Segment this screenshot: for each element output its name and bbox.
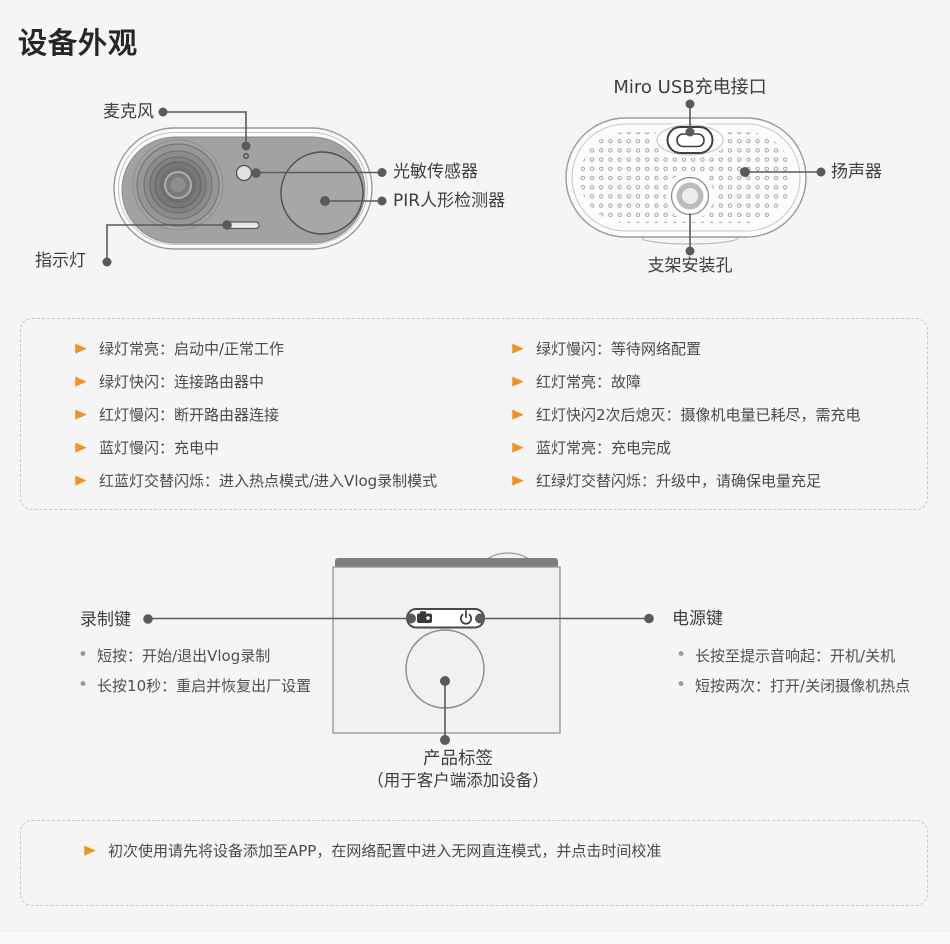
led-status-text: 红灯快闪2次后熄灭：摄像机电量已耗尽，需充电 xyxy=(536,406,861,424)
bullet-arrow-icon: ▶ xyxy=(512,341,524,356)
led-status-text: 红绿灯交替闪烁：升级中，请确保电量充足 xyxy=(536,472,822,490)
label-speaker: 扬声器 xyxy=(831,162,882,182)
page-title: 设备外观 xyxy=(18,26,139,60)
led-status-column-left: ▶ 绿灯常亮：启动中/正常工作 ▶ 绿灯快闪：连接路由器中 ▶ 红灯慢闪：断开路由器连… xyxy=(75,332,438,497)
pir-sensor-icon xyxy=(280,151,364,235)
camera-lens-icon xyxy=(132,139,224,231)
label-product-tag: 产品标签 xyxy=(423,749,493,769)
led-status-item: ▶ 绿灯快闪：连接路由器中 xyxy=(75,365,437,398)
bullet-arrow-icon: ▶ xyxy=(75,473,87,488)
notice-panel: ▶ 初次使用请先将设备添加至APP，在网络配置中进入无网直连模式，并点击时间校准 xyxy=(20,820,928,906)
led-status-panel: ▶ 绿灯常亮：启动中/正常工作 ▶ 绿灯快闪：连接路由器中 ▶ 红灯慢闪：断开路由器连… xyxy=(20,318,928,510)
led-status-item: ▶ 绿灯慢闪：等待网络配置 xyxy=(512,332,861,365)
bullet-arrow-icon: ▶ xyxy=(75,440,87,455)
dot-bullet-icon: • xyxy=(78,674,89,695)
usb-port-icon xyxy=(653,122,727,158)
bullet-arrow-icon: ▶ xyxy=(75,374,87,389)
indicator-light-icon xyxy=(227,221,260,230)
label-mount-hole: 支架安装孔 xyxy=(647,256,733,276)
notice-text: 初次使用请先将设备添加至APP，在网络配置中进入无网直连模式，并点击时间校准 xyxy=(108,842,662,860)
note-item: • 短按：开始/退出Vlog录制 xyxy=(78,645,311,665)
label-usb-port: Miro USB充电接口 xyxy=(613,77,767,98)
back-device xyxy=(565,99,826,256)
led-status-text: 蓝灯慢闪：充电中 xyxy=(99,439,220,457)
bottom-strip xyxy=(0,930,950,944)
record-button-icon xyxy=(417,611,432,623)
label-product-tag-subtitle: （用于客户端添加设备） xyxy=(367,771,549,790)
label-indicator-light: 指示灯 xyxy=(35,251,86,271)
light-sensor-icon xyxy=(235,164,253,182)
front-device xyxy=(102,107,387,267)
bullet-arrow-icon: ▶ xyxy=(84,843,96,858)
device-foot-right xyxy=(258,241,285,249)
note-text: 短按：开始/退出Vlog录制 xyxy=(97,646,271,665)
front-face-panel xyxy=(121,136,366,244)
led-status-text: 红灯慢闪：断开路由器连接 xyxy=(99,406,280,424)
led-status-text: 红蓝灯交替闪烁：进入热点模式/进入Vlog录制模式 xyxy=(99,472,438,490)
led-status-text: 蓝灯常亮：充电完成 xyxy=(536,439,672,457)
bullet-arrow-icon: ▶ xyxy=(512,407,524,422)
back-callout-lines xyxy=(685,99,826,256)
button-pill xyxy=(406,608,485,629)
note-item: • 长按10秒：重启并恢复出厂设置 xyxy=(78,675,311,695)
dot-bullet-icon: • xyxy=(676,644,687,665)
led-status-text: 绿灯慢闪：等待网络配置 xyxy=(536,340,702,358)
record-button-notes: • 短按：开始/退出Vlog录制 • 长按10秒：重启并恢复出厂设置 xyxy=(78,645,311,705)
label-microphone: 麦克风 xyxy=(103,102,154,122)
product-label-circle xyxy=(405,629,485,709)
led-status-item: ▶ 红灯常亮：故障 xyxy=(512,365,861,398)
label-record-button: 录制键 xyxy=(80,610,131,630)
bullet-arrow-icon: ▶ xyxy=(512,473,524,488)
led-status-text: 绿灯快闪：连接路由器中 xyxy=(99,373,265,391)
speaker-grille-icon xyxy=(580,132,792,223)
front-callout-lines xyxy=(102,107,387,267)
led-status-column-right: ▶ 绿灯慢闪：等待网络配置 ▶ 红灯常亮：故障 ▶ 红灯快闪2次后熄灭：摄像机电量已耗… xyxy=(512,332,861,497)
top-face-panel xyxy=(332,566,561,734)
bullet-arrow-icon: ▶ xyxy=(75,407,87,422)
label-pir-detector: PIR人形检测器 xyxy=(393,191,506,211)
dot-bullet-icon: • xyxy=(78,644,89,665)
bullet-arrow-icon: ▶ xyxy=(512,440,524,455)
label-light-sensor: 光敏传感器 xyxy=(393,162,478,182)
led-status-item: ▶ 蓝灯慢闪：充电中 xyxy=(75,431,437,464)
led-status-item: ▶ 红绿灯交替闪烁：升级中，请确保电量充足 xyxy=(512,464,861,497)
power-button-icon xyxy=(460,609,472,625)
note-text: 长按至提示音响起：开机/关机 xyxy=(695,646,896,665)
led-status-text: 绿灯常亮：启动中/正常工作 xyxy=(99,340,285,358)
led-status-item: ▶ 红蓝灯交替闪烁：进入热点模式/进入Vlog录制模式 xyxy=(75,464,438,497)
top-edge-strip xyxy=(335,558,558,569)
device-foot-left xyxy=(205,241,232,249)
led-status-item: ▶ 蓝灯常亮：充电完成 xyxy=(512,431,861,464)
led-status-item: ▶ 红灯快闪2次后熄灭：摄像机电量已耗尽，需充电 xyxy=(512,398,861,431)
microphone-hole-icon xyxy=(243,153,249,159)
led-status-item: ▶ 红灯慢闪：断开路由器连接 xyxy=(75,398,437,431)
label-power-button: 电源键 xyxy=(672,609,723,629)
note-item: • 长按至提示音响起：开机/关机 xyxy=(676,645,910,665)
led-status-text: 红灯常亮：故障 xyxy=(536,373,642,391)
note-text: 长按10秒：重启并恢复出厂设置 xyxy=(97,676,312,695)
lens-bump-icon xyxy=(474,552,542,608)
note-text: 短按两次：打开/关闭摄像机热点 xyxy=(695,676,911,695)
power-button-notes: • 长按至提示音响起：开机/关机 • 短按两次：打开/关闭摄像机热点 xyxy=(676,645,910,705)
note-item: • 短按两次：打开/关闭摄像机热点 xyxy=(676,675,910,695)
led-status-item: ▶ 绿灯常亮：启动中/正常工作 xyxy=(75,332,437,365)
bullet-arrow-icon: ▶ xyxy=(75,341,87,356)
dot-bullet-icon: • xyxy=(676,674,687,695)
mount-hole-icon xyxy=(666,172,714,220)
notice-item: ▶ 初次使用请先将设备添加至APP，在网络配置中进入无网直连模式，并点击时间校准 xyxy=(84,834,662,867)
bullet-arrow-icon: ▶ xyxy=(512,374,524,389)
